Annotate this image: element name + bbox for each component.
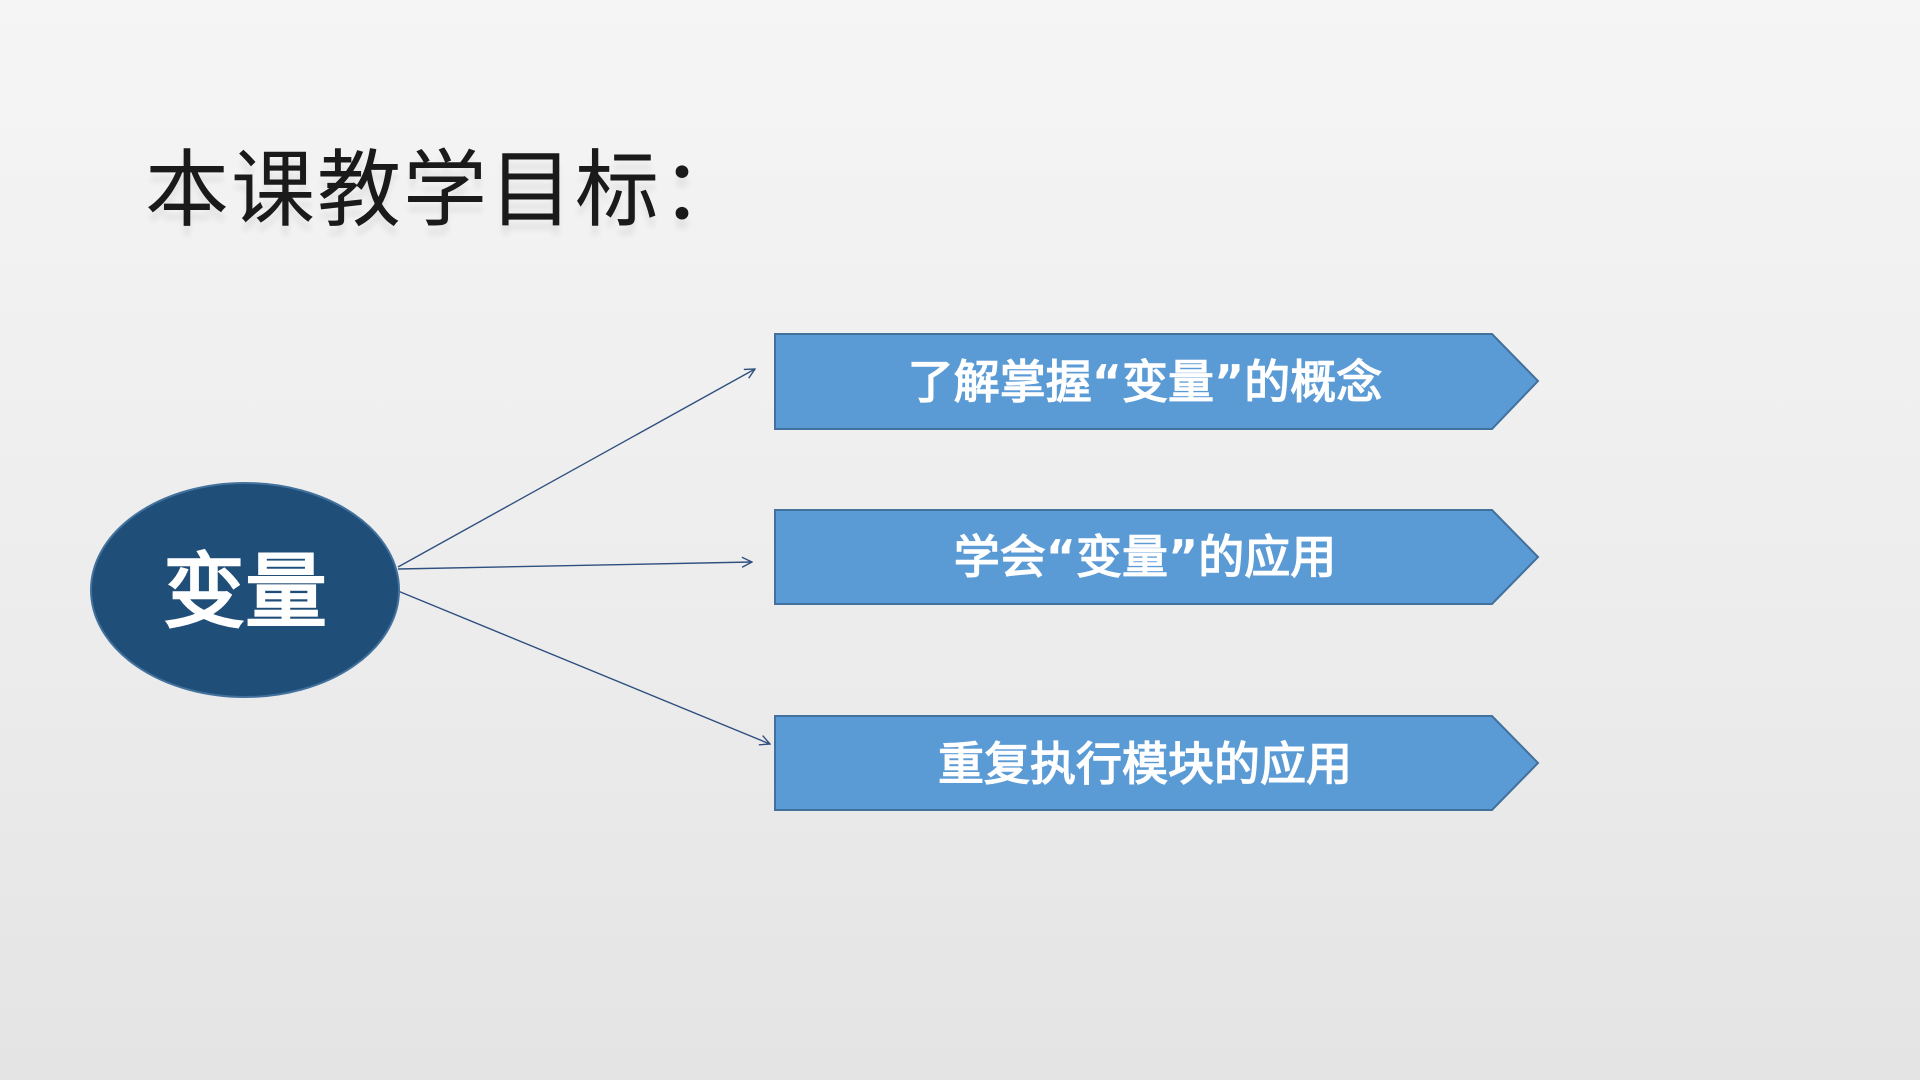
target-arrow-1-label: 了解掌握“变量”的概念: [908, 355, 1382, 409]
target-arrow-2-label: 学会“变量”的应用: [954, 530, 1336, 584]
connector-line-2: [397, 562, 752, 570]
slide-title: 本课教学目标：: [145, 141, 748, 239]
center-node-label: 变量: [163, 545, 327, 640]
center-node: [90, 482, 400, 698]
target-arrow-1: [774, 333, 1540, 430]
connector-line-1: [397, 369, 755, 568]
target-arrow-2: [774, 509, 1540, 605]
target-arrow-3-label: 重复执行模块的应用: [938, 737, 1352, 791]
target-arrow-3: [774, 715, 1540, 811]
connector-line-3: [397, 590, 770, 744]
